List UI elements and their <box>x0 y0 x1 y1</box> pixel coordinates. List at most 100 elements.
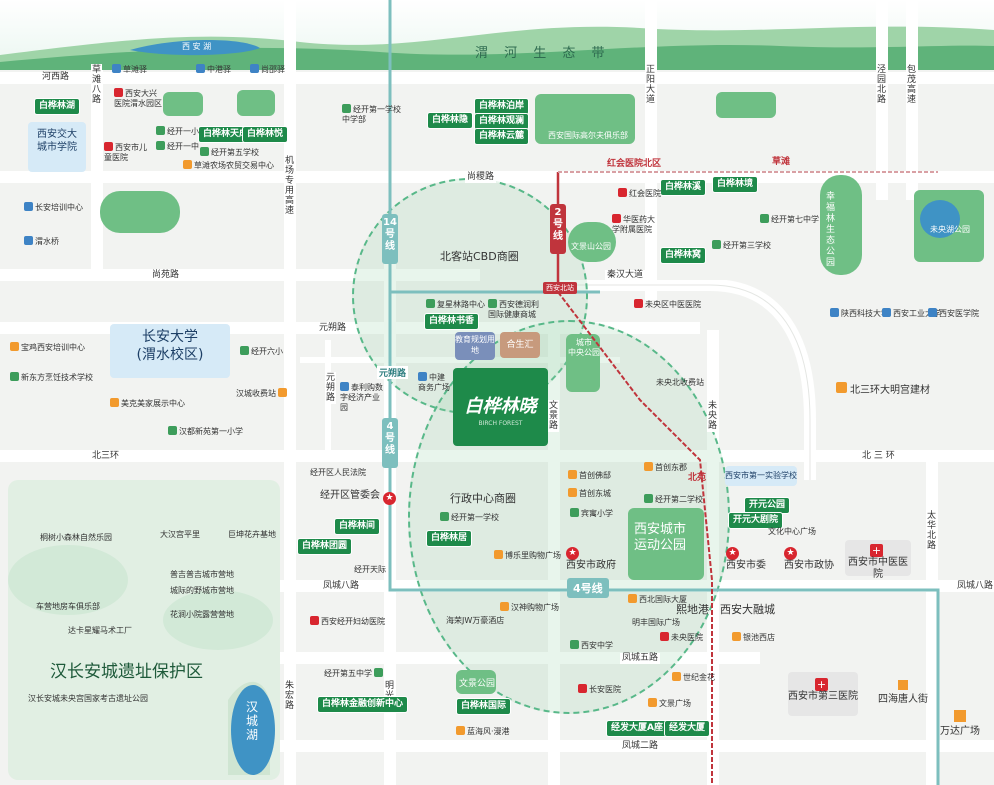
pill-baihualin-tuanyuan[interactable]: 白桦林团圆 <box>297 538 353 555</box>
poi-shouchuang-dongcheng[interactable]: 首创佛邸 <box>568 470 611 481</box>
poi-hanshen-mall[interactable]: 汉神购物广场 <box>500 602 559 613</box>
poi-hancheng-toll[interactable]: 汉城收费站 <box>236 388 289 399</box>
metro-line2-badge[interactable]: 2号线 <box>550 204 566 254</box>
poi-xigong-univ[interactable]: 西安工业大学 <box>882 308 941 319</box>
changan-univ-card[interactable]: 长安大学 (渭水校区) <box>110 324 230 378</box>
pill-baihualin-intl[interactable]: 白桦林国际 <box>456 698 512 715</box>
metro-line4-badge[interactable]: 4号线 <box>382 418 398 468</box>
poi-jingkai5-middle[interactable]: 经开第五中学 <box>324 668 385 679</box>
poi-sihai-tangren[interactable]: 四海唐人街 <box>878 680 928 706</box>
poi-xian-cppcc[interactable]: ★西安市政协 <box>784 547 834 571</box>
poi-shangji-school[interactable]: 经开第一学校中学部 <box>342 104 401 124</box>
poi-health-mall[interactable]: 西安德润利国际健康商城 <box>488 299 539 319</box>
metro-line4-h-badge[interactable]: 4号线 <box>567 578 609 598</box>
poi-xianning-primary[interactable]: 宾寓小学 <box>570 508 613 519</box>
poi-beisanhuan-materials[interactable]: 北三环大明宫建材 <box>836 382 930 397</box>
poi-mingfeng[interactable]: 明丰国际广场 <box>632 618 680 627</box>
poi-shangshaoyi[interactable]: 尚邵驿 <box>250 64 285 75</box>
culture-item-horse[interactable]: 达卡星耀马术工厂 <box>68 626 132 635</box>
pill-baihualin-finance[interactable]: 白桦林金融创新中心 <box>317 696 409 713</box>
culture-item-weiyang-palace[interactable]: 汉长安城未央宫国家考古遗址公园 <box>28 694 148 703</box>
pill-baihualin-shuxiang[interactable]: 白桦林书香 <box>424 313 480 330</box>
poi-zhongjian-plaza[interactable]: 中建商务广场 <box>418 372 450 392</box>
poi-daxing-hospital[interactable]: 西安大兴医院渭水园区 <box>114 88 162 108</box>
poi-golf[interactable]: 西安国际高尔夫俱乐部 <box>548 131 628 140</box>
poi-xian-gov[interactable]: ★西安市政府 <box>566 547 616 571</box>
pill-baihualin-tiancheng[interactable]: 白桦林天成 <box>198 126 254 143</box>
culture-item-flower-base[interactable]: 巨坤花卉基地 <box>228 530 276 539</box>
poi-weishui-bridge[interactable]: 渭水桥 <box>24 236 59 247</box>
poi-culture-center[interactable]: 文化中心广场 <box>768 527 816 536</box>
pill-baihualin-wo[interactable]: 白桦林窝 <box>660 247 707 264</box>
poi-jingkai-maternity[interactable]: 西安经开妇幼医院 <box>310 616 385 627</box>
poi-admin-committee[interactable]: 经开区管委会★ <box>320 490 399 505</box>
poi-caotanyi[interactable]: 草滩驿 <box>112 64 147 75</box>
poi-hongqi-hospital[interactable]: 红会医院 <box>618 188 661 199</box>
pill-jingfa[interactable]: 经发大厦 <box>664 720 711 737</box>
poi-changan-hospital[interactable]: 长安医院 <box>578 684 621 695</box>
project-card[interactable]: 白桦林晓 BIRCH FOREST <box>453 368 548 446</box>
culture-item-pujipuji[interactable]: 普吉普吉城市营地 <box>170 570 234 579</box>
culture-item-citywild[interactable]: 城际的野城市营地 <box>170 586 234 595</box>
pill-baihualin-yue[interactable]: 白桦林悦 <box>242 126 289 143</box>
poi-kaifa-1zhong[interactable]: 经开一中 <box>156 141 199 152</box>
xjtu-city-card[interactable]: 西安交大 城市学院 <box>28 122 86 172</box>
metro-line14-badge[interactable]: 14号线 <box>382 214 398 264</box>
poi-xidigang[interactable]: 熙地港 <box>676 603 709 616</box>
poi-xian-middle-school[interactable]: 西安中学 <box>570 640 613 651</box>
poi-kaifa-school1[interactable]: 经开第一学校 <box>440 512 499 523</box>
poi-lanhai[interactable]: 蓝海风·漫港 <box>456 726 510 737</box>
station-yuanshuo-road[interactable]: 元朔路 <box>377 366 409 379</box>
pill-kaiyuan-theatre[interactable]: 开元大剧院 <box>728 512 784 529</box>
pill-baihualin-jing[interactable]: 白桦林境 <box>712 176 759 193</box>
pill-baihualin-ju[interactable]: 白桦林居 <box>426 530 473 547</box>
poi-meike-home[interactable]: 美克美家展示中心 <box>110 398 185 409</box>
station-xian-north[interactable]: 西安北站 <box>543 282 577 294</box>
culture-item-rv-club[interactable]: 车营地房车俱乐部 <box>36 602 100 611</box>
poi-weiyang-toll[interactable]: 未央北收费站 <box>656 378 704 387</box>
station-hongqi-hospital[interactable]: 红会医院北区 <box>607 159 662 169</box>
pill-baihualin-hu[interactable]: 白桦林湖 <box>34 98 81 115</box>
poi-yuchengguoji[interactable]: 长安培训中心 <box>24 202 83 213</box>
poi-yuanshuo-center[interactable]: 复星林路中心 <box>426 299 485 310</box>
poi-xibei-tower[interactable]: 西北国际大厦 <box>628 594 687 605</box>
poi-kaifa1[interactable]: 经开一小 <box>156 126 199 137</box>
poi-shouchuang-dongjun[interactable]: 首创东郡 <box>644 462 687 473</box>
poi-caotan-market[interactable]: 草滩农场农贸交易中心 <box>183 160 274 171</box>
poi-yinchi[interactable]: 银池西店 <box>732 632 775 643</box>
poi-baoji-training[interactable]: 宝鸡西安培训中心 <box>10 342 85 353</box>
poi-handu-primary[interactable]: 汉都新苑第一小学 <box>168 426 243 437</box>
poi-bolelibuy[interactable]: 博乐里购物广场 <box>494 550 561 561</box>
pill-jingfa-a[interactable]: 经发大厦A座 <box>606 720 668 737</box>
poi-children-hospital[interactable]: 西安市儿童医院 <box>104 142 147 162</box>
poi-wanda-plaza[interactable]: 万达广场 <box>940 710 980 738</box>
pill-baihualin-yin[interactable]: 白桦林隐 <box>427 112 474 129</box>
station-beiyuan[interactable]: 北苑 <box>688 473 707 483</box>
poi-xian-tcm-hospital[interactable]: +西安市中医医院 <box>845 540 911 580</box>
poi-medical-univ-hospital[interactable]: 华医药大学附属医院 <box>612 214 655 234</box>
poi-kaifa3[interactable]: 经开第三学校 <box>712 240 771 251</box>
poi-xian-hospital3[interactable]: +西安市第三医院 <box>788 672 858 716</box>
poi-jingkai-court[interactable]: 经开区人民法院 <box>310 468 366 477</box>
poi-jw-marriott[interactable]: 海荣JW万豪酒店 <box>446 616 505 625</box>
pill-baihualin-xi[interactable]: 白桦林溪 <box>660 179 707 196</box>
pill-baihualin-yunlu[interactable]: 白桦林云麓 <box>474 128 530 145</box>
poi-new-oriental[interactable]: 新东方烹饪技术学校 <box>10 372 93 383</box>
culture-item-forest-park[interactable]: 桐树小森林自然乐园 <box>40 533 112 542</box>
poi-zhonggangyi[interactable]: 中港驿 <box>196 64 231 75</box>
station-caotan[interactable]: 草滩 <box>772 157 791 167</box>
poi-xian-party[interactable]: ★西安市委 <box>726 547 766 571</box>
poi-digital-park[interactable]: 泰利购数字经济产业园 <box>340 382 383 412</box>
culture-item-huajian[interactable]: 花涧小院露营营地 <box>170 610 234 619</box>
poi-kaifa5[interactable]: 经开第五学校 <box>200 147 259 158</box>
poi-century-ginwa[interactable]: 世纪金花 <box>672 672 715 683</box>
poi-kaifa7[interactable]: 经开第七中学 <box>760 214 819 225</box>
poi-jingkai-tianji[interactable]: 经开天际 <box>354 565 386 574</box>
poi-shouchuang-1[interactable]: 首创东城 <box>568 488 611 499</box>
poi-wenjing-square[interactable]: 文景广场 <box>648 698 691 709</box>
poi-darongcheng[interactable]: 西安大融城 <box>720 603 775 616</box>
poi-shanxi-univ[interactable]: 陕西科技大学 <box>830 308 889 319</box>
poi-weiyang-tcm[interactable]: 未央区中医医院 <box>634 299 701 310</box>
poi-weiyang-hospital[interactable]: 未央医院 <box>660 632 703 643</box>
